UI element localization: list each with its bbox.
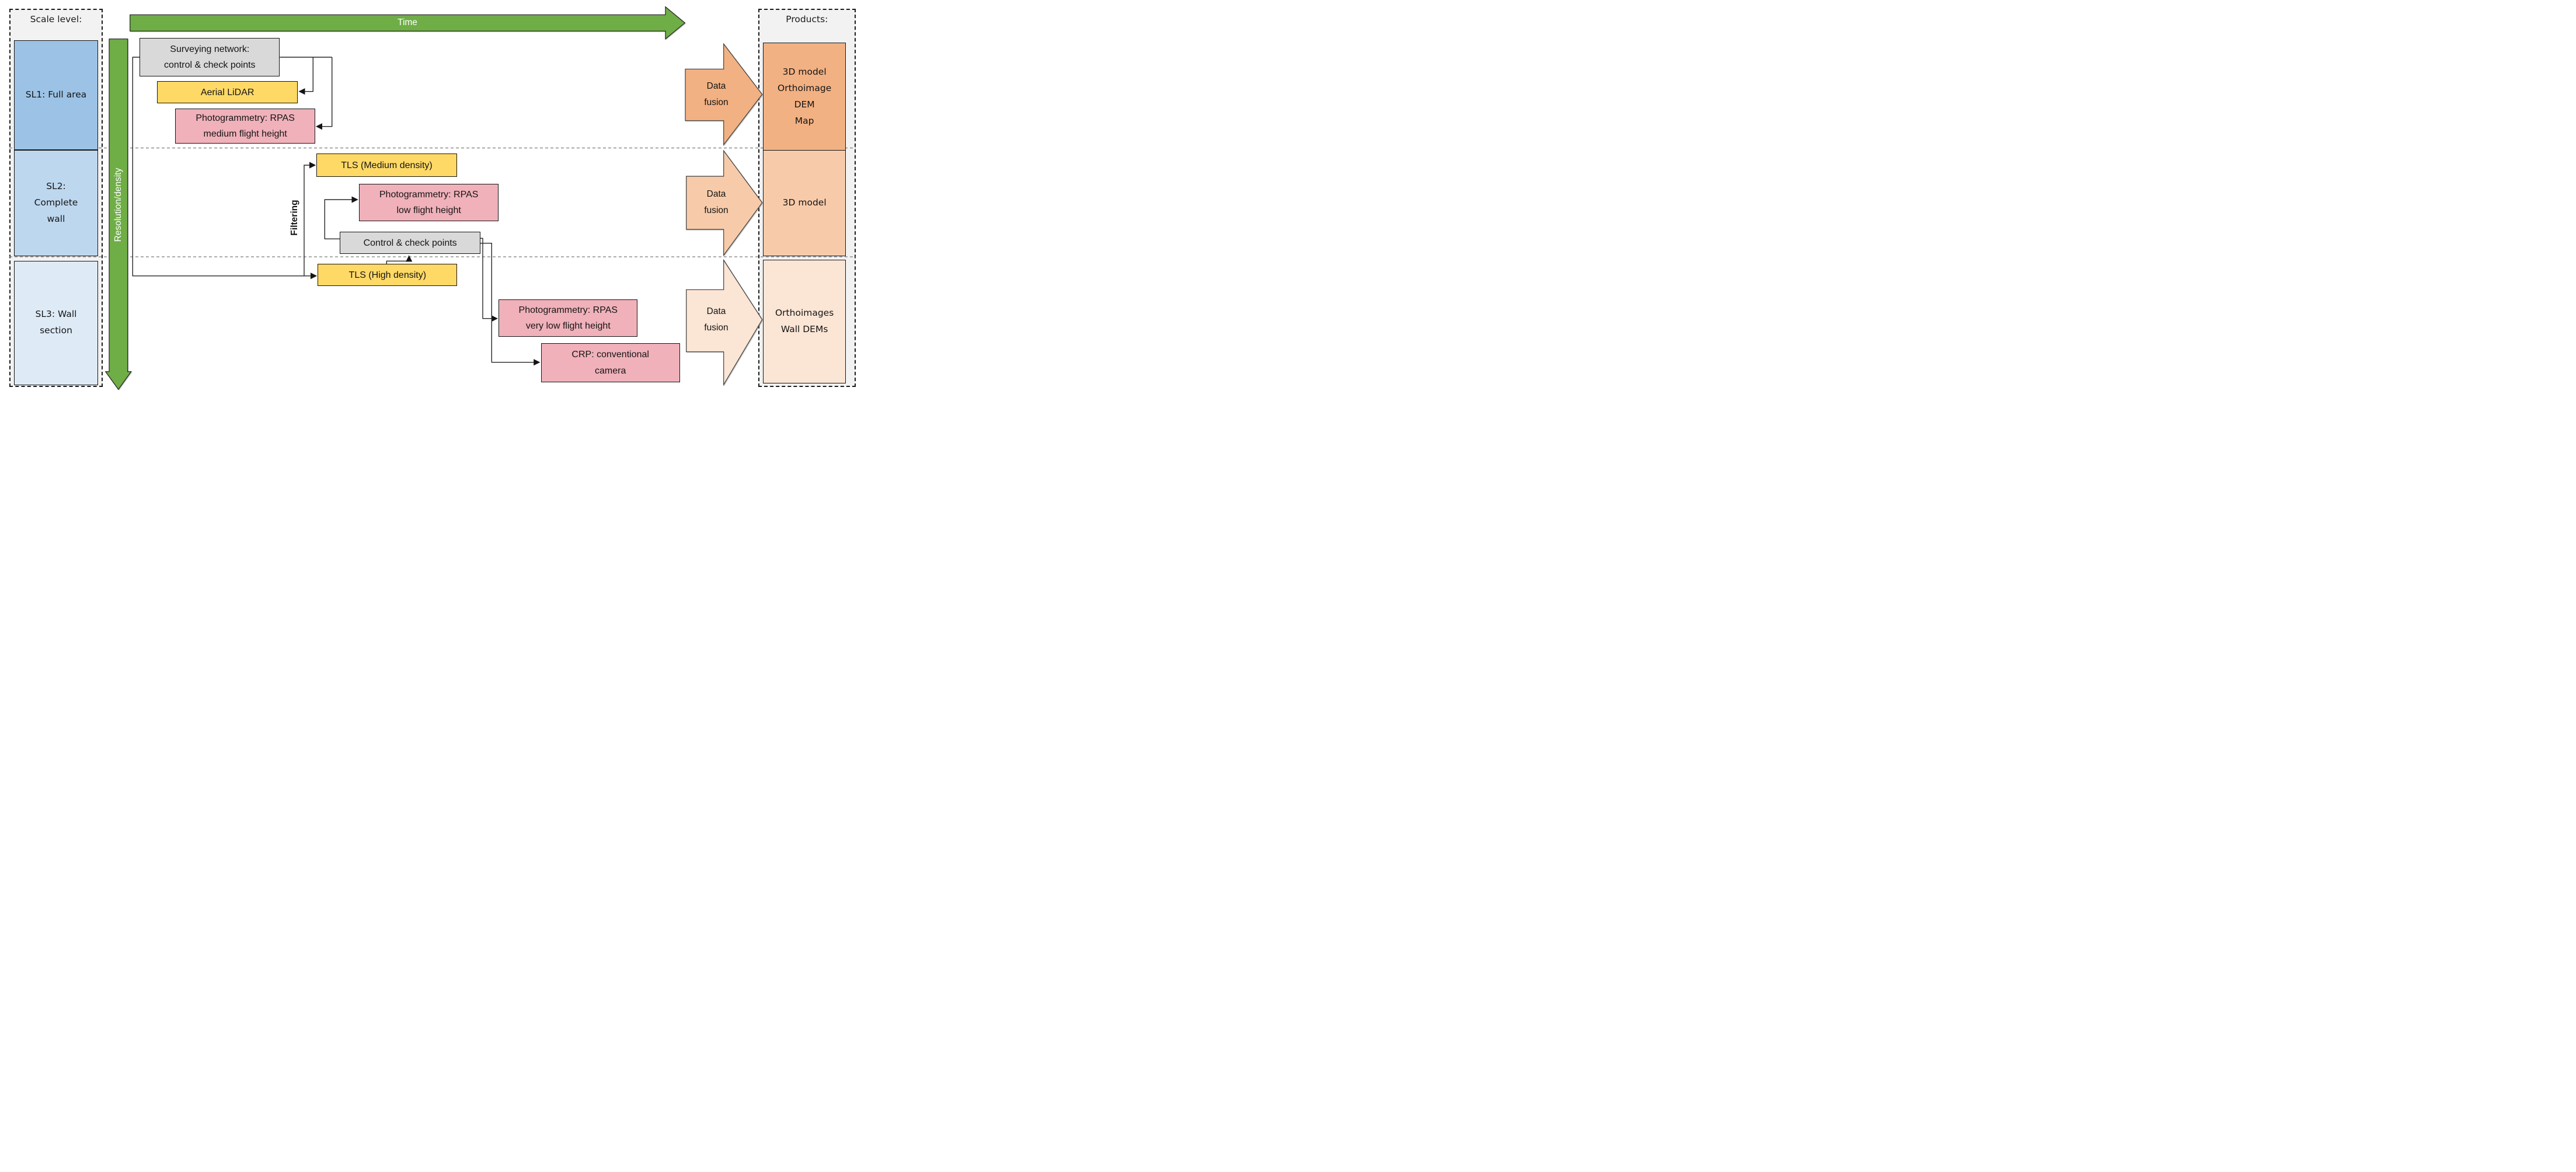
control-check-points-label: Control & check points bbox=[363, 238, 457, 248]
surveying-network-box: Surveying network: control & check point… bbox=[140, 38, 280, 76]
product-sl1-line: Map bbox=[794, 115, 814, 126]
photogrammetry-low-line: low flight height bbox=[396, 205, 461, 215]
connector-filtering-to-tls-medium bbox=[304, 162, 316, 276]
product-sl2-line: 3D model bbox=[782, 197, 827, 208]
product-box-sl2: 3D model bbox=[763, 150, 846, 257]
time-arrow bbox=[130, 6, 686, 40]
surveying-network-line: Surveying network: bbox=[170, 44, 250, 54]
connector-to-aerial-lidar bbox=[298, 57, 313, 95]
product-sl3-line: Wall DEMs bbox=[780, 323, 828, 334]
connector-lines bbox=[132, 57, 541, 366]
scale-box-sl3-line: section bbox=[40, 325, 72, 336]
data-fusion-line: fusion bbox=[704, 205, 728, 216]
connector-tls-high-to-control bbox=[386, 255, 413, 264]
data-fusion-label-sl3: Data fusion bbox=[685, 304, 747, 336]
scale-box-sl2: SL2: Complete wall bbox=[14, 150, 98, 256]
data-fusion-label-sl2: Data fusion bbox=[685, 186, 747, 219]
scale-box-sl1: SL1: Full area bbox=[14, 40, 98, 150]
data-fusion-line: fusion bbox=[704, 322, 728, 333]
scale-box-sl2-line: wall bbox=[47, 214, 65, 225]
scale-level-header: Scale level: bbox=[30, 14, 82, 25]
product-sl1-line: DEM bbox=[794, 99, 815, 110]
connector-to-photo-medium bbox=[315, 57, 333, 130]
data-fusion-line: fusion bbox=[704, 97, 728, 107]
control-check-points-box: Control & check points bbox=[340, 232, 480, 254]
photogrammetry-low-line: Photogrammetry: RPAS bbox=[379, 189, 479, 200]
products-header: Products: bbox=[786, 14, 828, 25]
scale-box-sl2-line: SL2: bbox=[46, 181, 66, 192]
aerial-lidar-box: Aerial LiDAR bbox=[157, 81, 298, 104]
resolution-density-arrow bbox=[104, 39, 132, 390]
data-fusion-line: Data bbox=[706, 189, 726, 200]
data-fusion-arrow-sl2 bbox=[686, 149, 763, 257]
photogrammetry-very-low-box: Photogrammetry: RPAS very low flight hei… bbox=[499, 299, 638, 337]
photogrammetry-medium-line: medium flight height bbox=[203, 129, 287, 139]
data-fusion-arrow-sl1 bbox=[685, 43, 763, 146]
product-sl1-line: Orthoimage bbox=[778, 82, 832, 93]
crp-box: CRP: conventional camera bbox=[541, 343, 680, 382]
data-fusion-line: Data bbox=[706, 306, 726, 316]
tls-medium-label: TLS (Medium density) bbox=[341, 160, 433, 170]
scale-box-sl1-label: SL1: Full area bbox=[25, 89, 87, 100]
scale-box-sl2-line: Complete bbox=[34, 197, 78, 208]
scale-box-sl3: SL3: Wall section bbox=[14, 260, 98, 385]
product-box-sl3: Orthoimages Wall DEMs bbox=[763, 259, 846, 383]
scale-box-sl3-line: SL3: Wall bbox=[35, 309, 77, 320]
photogrammetry-very-low-line: Photogrammetry: RPAS bbox=[518, 305, 618, 315]
workflow-diagram: Scale level: Products: SL1: Full area SL… bbox=[0, 0, 859, 390]
crp-line: CRP: conventional bbox=[571, 350, 649, 360]
data-fusion-arrow-sl3 bbox=[686, 259, 763, 386]
aerial-lidar-label: Aerial LiDAR bbox=[200, 87, 255, 97]
photogrammetry-very-low-line: very low flight height bbox=[525, 321, 611, 332]
product-sl3-line: Orthoimages bbox=[775, 307, 834, 318]
data-fusion-line: Data bbox=[706, 81, 726, 91]
connector-control-to-crp bbox=[480, 243, 541, 366]
photogrammetry-medium-box: Photogrammetry: RPAS medium flight heigh… bbox=[175, 109, 315, 144]
photogrammetry-low-box: Photogrammetry: RPAS low flight height bbox=[359, 184, 499, 221]
connector-control-to-photo-very-low bbox=[480, 238, 498, 322]
product-sl1-line: 3D model bbox=[782, 66, 827, 77]
crp-line: camera bbox=[595, 365, 626, 376]
tls-medium-box: TLS (Medium density) bbox=[316, 154, 457, 177]
data-fusion-label-sl1: Data fusion bbox=[685, 78, 747, 111]
surveying-network-line: control & check points bbox=[164, 60, 256, 70]
row-separators bbox=[9, 147, 856, 257]
photogrammetry-medium-line: Photogrammetry: RPAS bbox=[196, 113, 295, 123]
connector-control-to-photo-low bbox=[324, 196, 358, 239]
product-box-sl1: 3D model Orthoimage DEM Map bbox=[763, 43, 846, 151]
tls-high-box: TLS (High density) bbox=[318, 264, 458, 287]
connector-surveying-to-tls-high bbox=[132, 57, 318, 280]
connector-layer bbox=[9, 6, 856, 390]
tls-high-label: TLS (High density) bbox=[348, 270, 427, 280]
